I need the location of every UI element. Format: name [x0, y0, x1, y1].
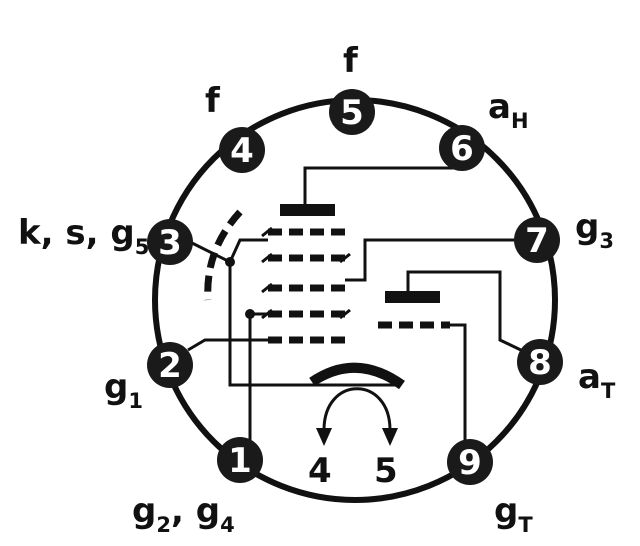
pin-7-label: g3	[575, 207, 614, 253]
cathode-arc	[309, 362, 405, 390]
pin-7-circle	[514, 217, 560, 263]
wire-pin3-down	[228, 262, 400, 387]
pin-4-label: f	[205, 81, 221, 121]
grid-tick-c	[339, 252, 351, 264]
wire-pin6-anode-h	[303, 148, 464, 208]
pin-1-circle	[217, 437, 263, 483]
pin-8-label-main: a	[578, 357, 601, 397]
pin-5-label: f	[343, 41, 359, 81]
pin-1-number: 1	[228, 441, 252, 481]
anode-heptode	[280, 204, 335, 216]
electrode-system	[187, 148, 526, 446]
pin-4: 4	[219, 127, 265, 173]
pin-4-label-main: f	[205, 81, 221, 121]
pin-2-number: 2	[158, 346, 182, 386]
pin-2-circle	[147, 342, 193, 388]
pin-1: 1	[217, 437, 263, 483]
pin-2-label-sub: 1	[128, 389, 143, 413]
shield-arc	[204, 209, 243, 301]
pin-5: 5	[329, 89, 375, 135]
pin-3-number: 3	[158, 223, 182, 263]
wire-pin3-cathode	[189, 238, 268, 265]
wire-pin1-g2g4	[248, 312, 268, 440]
heater-arrow-label-left: 4	[308, 451, 332, 491]
pin-8-label-sub: T	[601, 379, 616, 403]
pin-9-circle	[447, 439, 493, 485]
pin-1-label-sub: 2	[156, 513, 171, 537]
pin-8-label: aT	[578, 357, 616, 403]
pin-4-circle	[219, 127, 265, 173]
pin-6: 6	[439, 125, 485, 171]
heater-arrow-label-right: 5	[374, 451, 398, 491]
pin-5-circle	[329, 89, 375, 135]
wire-pin8-anode-t	[406, 270, 526, 354]
tube-base-circle	[152, 97, 558, 503]
pin-6-number: 6	[450, 129, 474, 169]
pin-7-label-sub: 3	[599, 229, 614, 253]
pin-1-label-main: g	[132, 491, 156, 531]
wire-pin9-gt	[450, 323, 467, 445]
pin-8-circle	[517, 339, 563, 385]
pin-6-circle	[439, 125, 485, 171]
pin-9-number: 9	[458, 443, 482, 483]
pin-9-label-sub: T	[518, 513, 533, 537]
anode-triode	[385, 291, 440, 303]
pin-3-label-main: k, s, g	[18, 213, 135, 253]
grid-tick-b	[261, 252, 273, 264]
pin-3: 3	[147, 219, 193, 265]
pin-6-label-sub: H	[511, 109, 529, 133]
pin-4-number: 4	[230, 131, 254, 171]
pin-2: 2	[147, 342, 193, 388]
wire-pin2-g1	[187, 338, 268, 352]
grid-tick-d	[261, 282, 273, 294]
pin-1-label-mid: , g	[171, 491, 220, 531]
pin-2-label: g1	[104, 367, 143, 413]
pin-2-label-main: g	[104, 367, 128, 407]
pin-9-label: gT	[494, 491, 533, 537]
heater-arc	[322, 387, 392, 431]
heater-arrowhead-left	[316, 428, 332, 446]
pin-3-label-sub: 5	[135, 235, 150, 259]
pin-3-circle	[147, 219, 193, 265]
pin-1-label-sub2: 4	[220, 513, 235, 537]
pin-7-label-main: g	[575, 207, 599, 247]
pin-7: 7	[514, 217, 560, 263]
pin-8: 8	[517, 339, 563, 385]
heater-arrowhead-right	[382, 428, 398, 446]
pin-1-label: g2, g4	[132, 491, 235, 537]
pin-8-number: 8	[528, 343, 552, 383]
pin-7-number: 7	[525, 221, 549, 261]
grid-tick-f	[339, 308, 351, 320]
pin-5-label-main: f	[343, 41, 359, 81]
junction-dot-pin1	[245, 309, 255, 319]
grid-tick-a	[261, 226, 273, 238]
junction-dot-pin3	[225, 257, 235, 267]
pin-9-label-main: g	[494, 491, 518, 531]
pin-5-number: 5	[340, 93, 364, 133]
pin-9: 9	[447, 439, 493, 485]
pin-6-label: aH	[488, 87, 529, 133]
wire-pin7-g3	[345, 238, 515, 282]
pin-6-label-main: a	[488, 87, 511, 127]
pin-3-label: k, s, g5	[18, 213, 149, 259]
